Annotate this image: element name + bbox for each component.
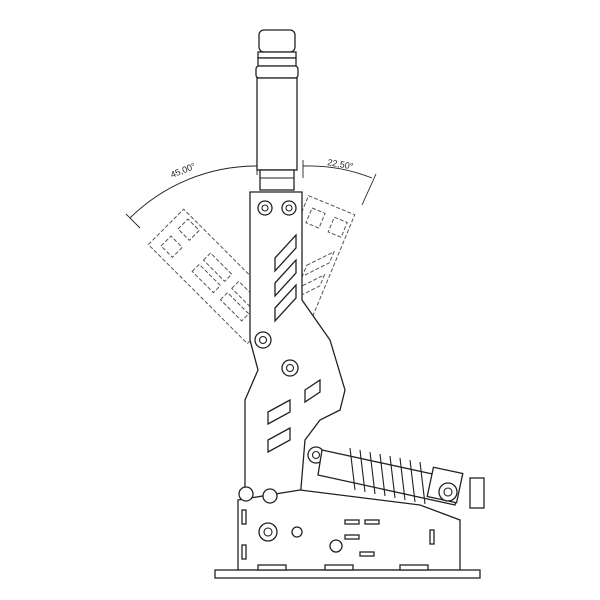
angle-dimension-right: 22,50° <box>302 157 377 206</box>
spring-damper <box>317 447 485 509</box>
angle-label-right: 22,50° <box>327 157 355 171</box>
lever-handle <box>255 29 299 191</box>
angle-label-left: 45,00° <box>169 161 197 180</box>
base-housing <box>237 486 461 571</box>
base-plate <box>214 564 481 579</box>
lever-plate <box>244 191 346 501</box>
angle-dimension-left: 45,00° <box>125 160 258 229</box>
